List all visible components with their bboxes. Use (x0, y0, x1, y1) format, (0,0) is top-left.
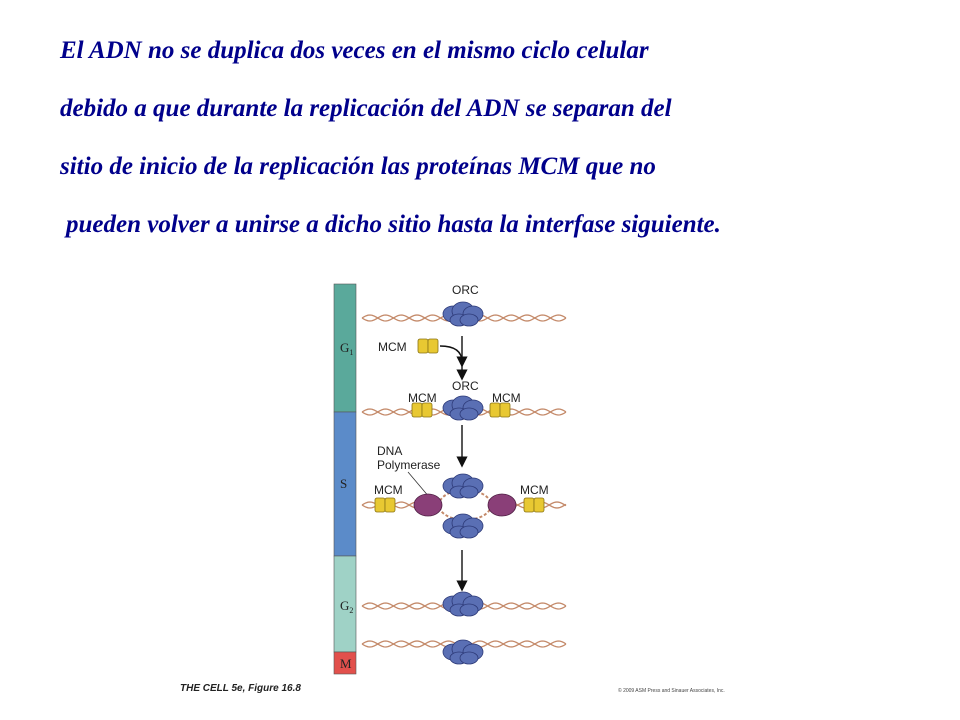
orc-label-top: ORC (452, 283, 479, 297)
polymerase-pointer-line (407, 471, 431, 499)
mcm-fork-right-label: MCM (520, 483, 549, 497)
orc-complex-step1 (442, 301, 484, 327)
cell-cycle-bar: G1 S G2 M (333, 283, 357, 675)
mcm-fork-right (523, 497, 545, 513)
phase-g1-label: G1 (340, 340, 353, 357)
heading-text: El ADN no se duplica dos veces en el mis… (60, 22, 950, 254)
copyright-notice: © 2009 ASM Press and Sinauer Associates,… (618, 688, 725, 694)
mcm-fork-left-label: MCM (374, 483, 403, 497)
orc-complex-daughter-top (442, 591, 484, 617)
heading-line-1: El ADN no se duplica dos veces en el mis… (60, 37, 649, 64)
phase-s-label: S (340, 476, 347, 491)
heading-line-4: pueden volver a unirse a dicho sitio has… (66, 211, 721, 238)
mcm-left-label: MCM (408, 391, 437, 405)
figure-credit: THE CELL 5e, Figure 16.8 (180, 683, 301, 694)
dna-polymerase-label-1: DNA (377, 444, 402, 458)
mcm-fork-left (374, 497, 396, 513)
dna-polymerase-left (413, 493, 443, 517)
phase-g2-label: G2 (340, 598, 353, 615)
heading-line-3: sitio de inicio de la replicación las pr… (60, 153, 656, 180)
mcm-free-label: MCM (378, 340, 407, 354)
orc-label-mid: ORC (452, 379, 479, 393)
phase-m-label: M (340, 656, 352, 671)
mcm-loaded-left (411, 402, 433, 418)
orc-complex-fork-top (442, 473, 484, 499)
dna-polymerase-label-2: Polymerase (377, 458, 441, 472)
mcm-right-label: MCM (492, 391, 521, 405)
dna-polymerase-right (487, 493, 517, 517)
mcm-loaded-right (489, 402, 511, 418)
orc-complex-daughter-bottom (442, 639, 484, 665)
heading-line-2: debido a que durante la replicación del … (60, 95, 672, 122)
orc-complex-step2 (442, 395, 484, 421)
mcm-binding-arrow (439, 345, 468, 368)
phase-m-segment (333, 651, 357, 675)
mcm-free-complex (417, 338, 439, 354)
orc-complex-fork-bottom (442, 513, 484, 539)
